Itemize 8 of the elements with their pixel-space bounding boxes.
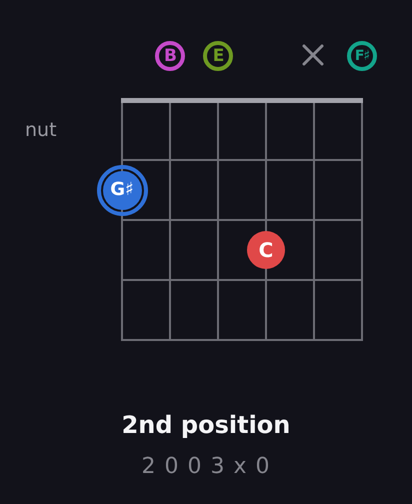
finger-dot: G♯ (96, 164, 148, 216)
open-string-marker: E (203, 41, 233, 71)
position-title: 2nd position (122, 411, 290, 439)
open-string-marker: B (155, 41, 185, 71)
fingering-code: 2 0 0 3 x 0 (142, 454, 270, 479)
finger-dot: C (247, 231, 285, 269)
nut-label: nut (25, 119, 57, 141)
open-string-marker: F♯ (347, 41, 377, 71)
